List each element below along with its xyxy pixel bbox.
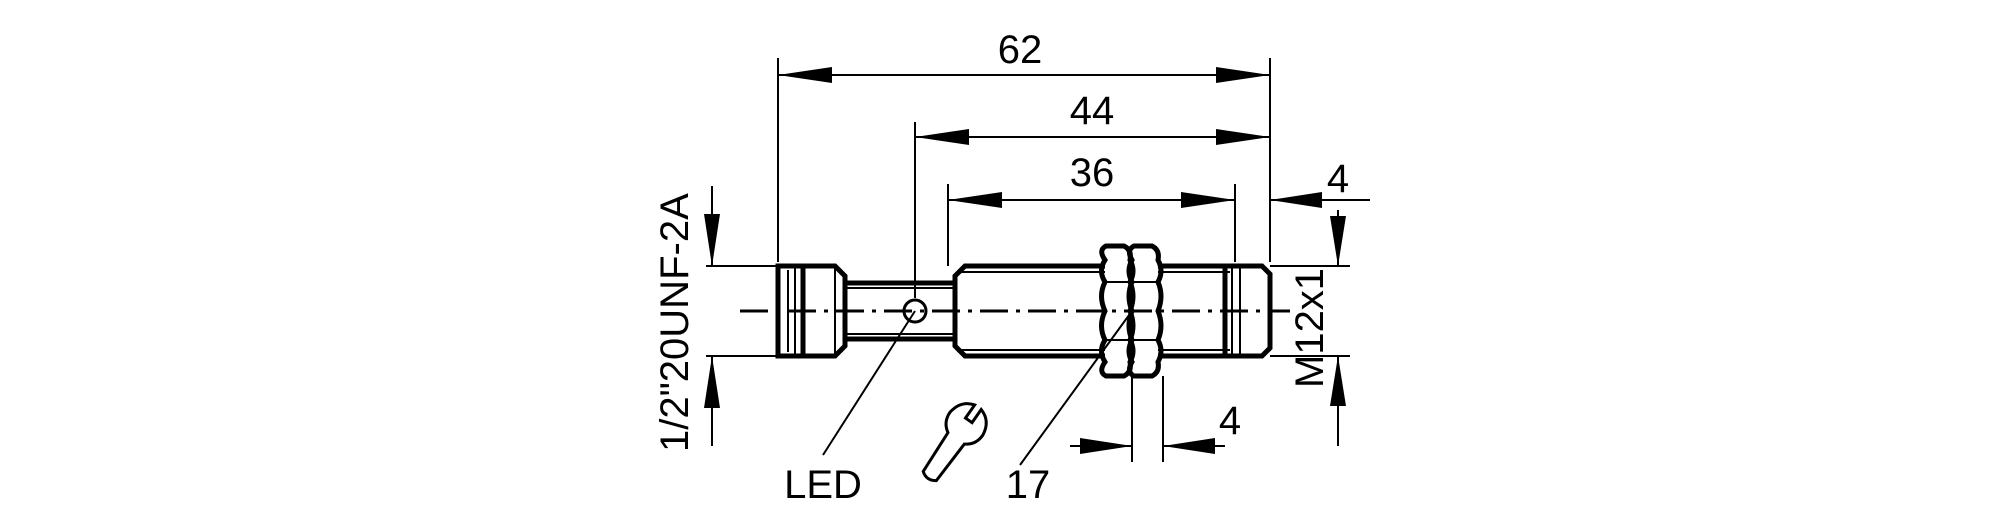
dim-44: 44	[915, 89, 1270, 145]
dim-62: 62	[778, 28, 1270, 83]
dim-housing-thread: M12x1	[1288, 210, 1346, 446]
wrench-size-label: 17	[1006, 463, 1051, 507]
dim-62-label: 62	[998, 28, 1043, 72]
led-label: LED	[784, 463, 862, 507]
dim-36-label: 36	[1070, 151, 1115, 195]
connector	[775, 263, 848, 359]
dim-4-top: 4	[1270, 157, 1370, 208]
dim-4-nut: 4	[1070, 399, 1241, 454]
dim-4-top-label: 4	[1327, 157, 1349, 201]
dim-36: 36	[948, 151, 1235, 208]
threaded-housing	[952, 263, 1273, 359]
housing-thread-label: M12x1	[1288, 268, 1332, 388]
dim-connector-thread: 1/2"20UNF-2A	[653, 186, 720, 452]
led-indicator	[902, 298, 928, 324]
wrench-leader	[1019, 310, 1133, 466]
connector-thread-label: 1/2"20UNF-2A	[653, 193, 697, 452]
led-leader	[822, 310, 916, 456]
wrench-icon	[921, 402, 988, 483]
dim-44-label: 44	[1070, 89, 1115, 133]
dim-4-nut-label: 4	[1219, 399, 1241, 443]
